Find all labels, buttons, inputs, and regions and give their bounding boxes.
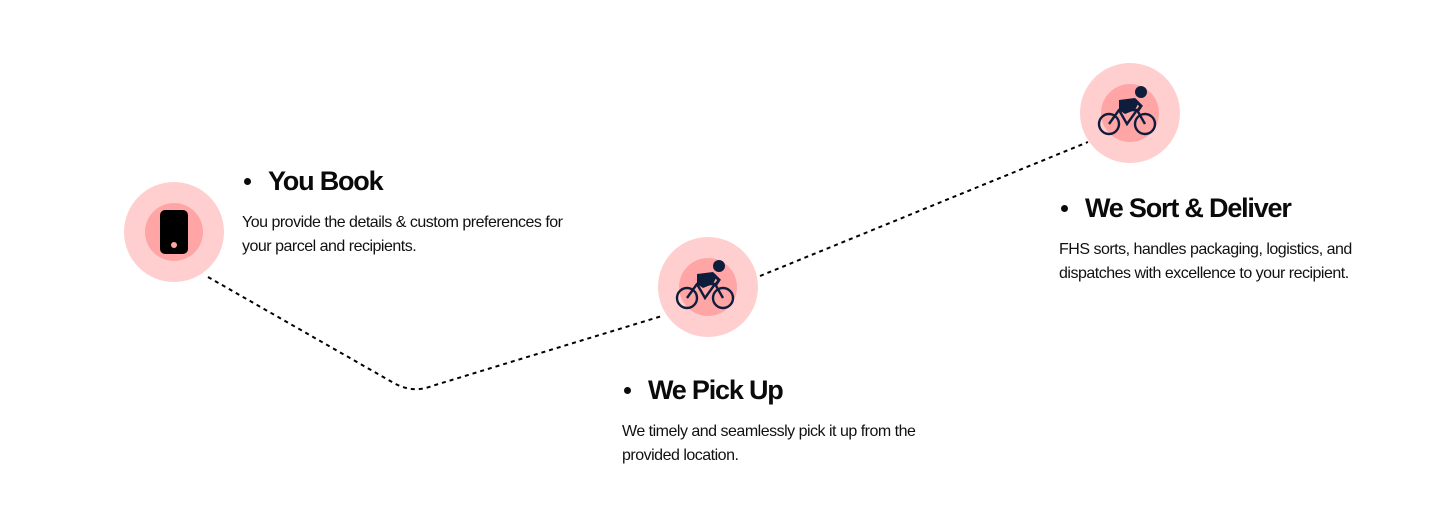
step-you-book: You Book You provide the details & custo… — [242, 165, 563, 259]
step-description: FHS sorts, handles packaging, logistics,… — [1059, 238, 1352, 286]
step-description-line: You provide the details & custom prefere… — [242, 214, 563, 231]
cyclist-icon — [675, 260, 735, 310]
step-we-pick-up: We Pick Up We timely and seamlessly pick… — [622, 374, 916, 468]
phone-icon — [160, 210, 188, 254]
step-description: You provide the details & custom prefere… — [242, 211, 563, 259]
step-description-line: We timely and seamlessly pick it up from… — [622, 423, 916, 440]
step-2-icon-circle — [658, 237, 758, 337]
step-3-icon-circle — [1080, 63, 1180, 163]
cyclist-icon — [1097, 86, 1157, 136]
step-we-sort-deliver: We Sort & Deliver FHS sorts, handles pac… — [1059, 192, 1352, 286]
step-title: We Sort & Deliver — [1059, 192, 1352, 224]
step-title: You Book — [242, 165, 563, 197]
step-title-text: You Book — [268, 166, 384, 196]
step-1-icon-circle — [124, 182, 224, 282]
step-title-text: We Pick Up — [648, 375, 784, 405]
step-description-line: provided location. — [622, 447, 739, 464]
bullet-icon — [624, 386, 631, 394]
step-description-line: FHS sorts, handles packaging, logistics,… — [1059, 241, 1352, 258]
bullet-icon — [1061, 204, 1068, 212]
step-description-line: your parcel and recipients. — [242, 238, 417, 255]
step-title: We Pick Up — [622, 374, 915, 406]
step-description-line: dispatches with excellence to your recip… — [1059, 265, 1349, 282]
step-description: We timely and seamlessly pick it up from… — [622, 420, 916, 468]
step-title-text: We Sort & Deliver — [1085, 193, 1292, 223]
bullet-icon — [244, 177, 251, 185]
